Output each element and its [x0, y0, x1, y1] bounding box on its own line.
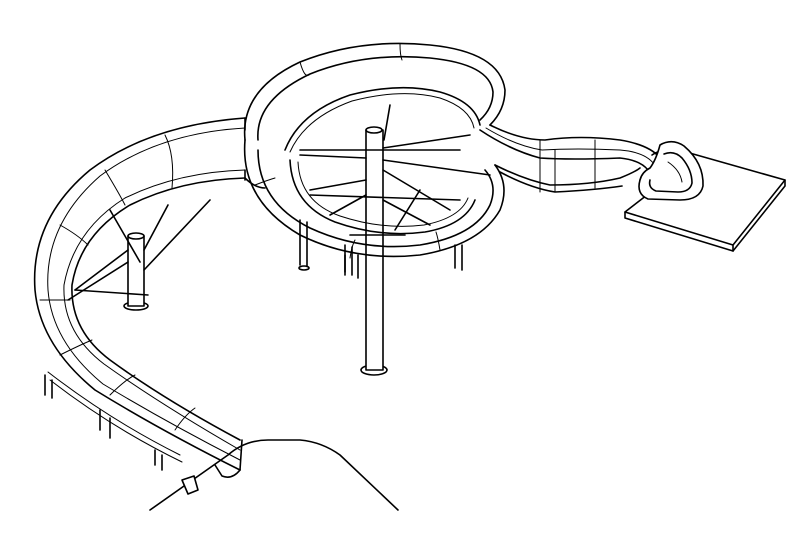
slide-flume-main-curve: [33, 117, 246, 495]
helix-legs: [298, 219, 463, 276]
slide-helix: [243, 42, 506, 279]
support-post-left: [123, 232, 149, 311]
slide-flume-upper: [479, 124, 661, 193]
pool-deck: [149, 439, 399, 511]
helix-spokes: [299, 104, 491, 236]
slide-start-tub-top: [638, 140, 704, 201]
bracing-left: [67, 199, 211, 301]
central-support-column: [360, 126, 388, 376]
slide-connector: [244, 117, 266, 189]
